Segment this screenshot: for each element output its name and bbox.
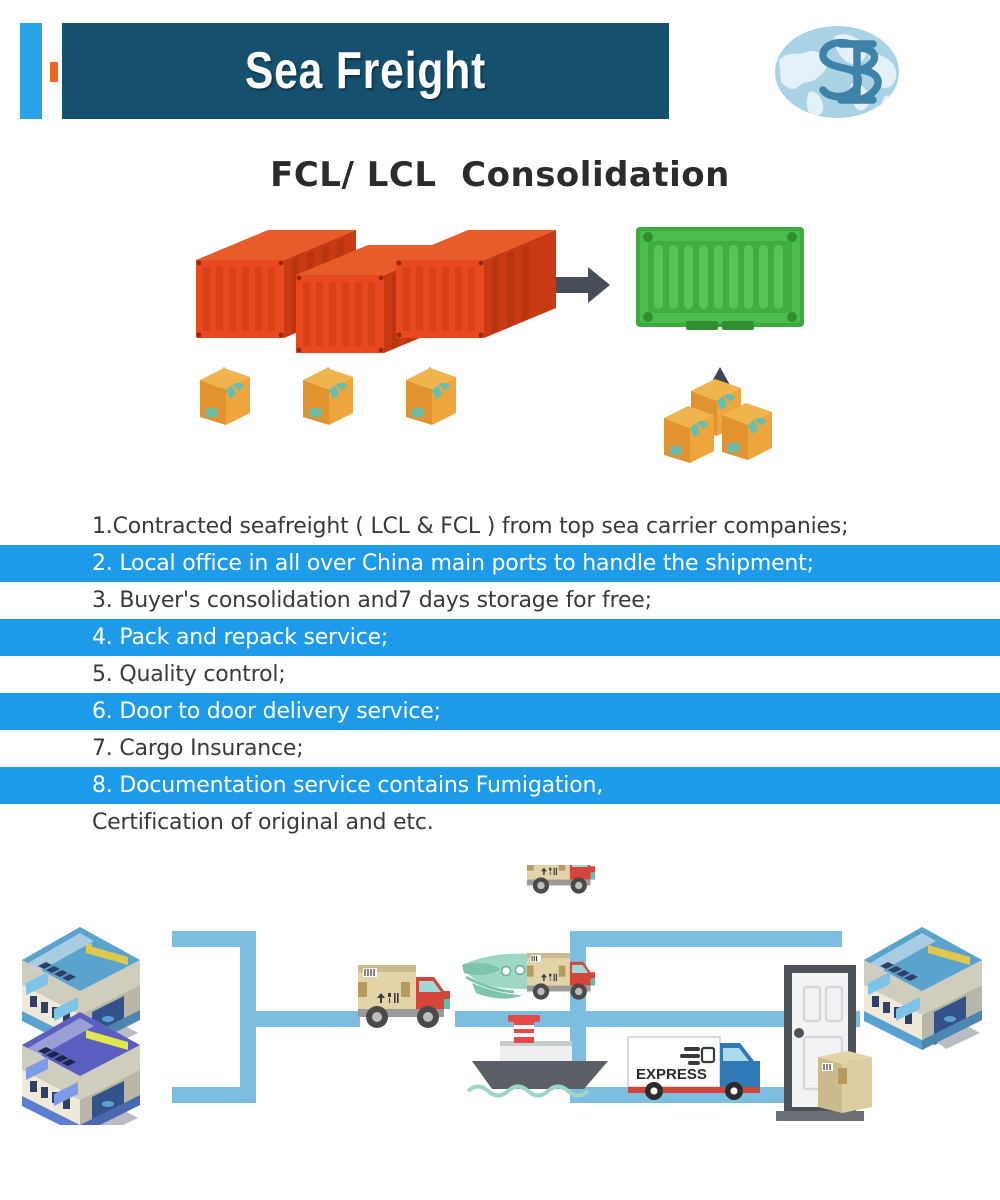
services-list: 1.Contracted seafreight ( LCL & FCL ) fr… [0, 508, 1000, 841]
warehouse-destination [864, 927, 982, 1050]
destination-door [776, 965, 872, 1121]
source-container-3 [396, 230, 556, 338]
logistics-flow-diagram: EXPRESS [22, 865, 982, 1125]
cargo-truck-main [358, 965, 450, 1028]
target-box-left [664, 406, 714, 463]
list-item: Certification of original and etc. [92, 810, 434, 835]
express-van: EXPRESS [627, 1036, 760, 1100]
right-arrow-icon [556, 267, 610, 303]
cargo-ship [466, 1015, 608, 1098]
list-item: 2. Local office in all over China main p… [0, 545, 1000, 582]
accent-bar [20, 23, 42, 119]
delivery-truck-top [526, 865, 596, 894]
delivery-truck-middle [526, 953, 595, 1000]
list-item: 8. Documentation service contains Fumiga… [0, 767, 1000, 804]
list-item: 1.Contracted seafreight ( LCL & FCL ) fr… [92, 514, 849, 539]
list-item: 3. Buyer's consolidation and7 days stora… [92, 588, 652, 613]
express-van-label: EXPRESS [636, 1066, 707, 1083]
page-title: Sea Freight [244, 42, 487, 100]
source-box-3 [406, 368, 456, 425]
target-container [636, 227, 804, 330]
list-item: 6. Door to door delivery service; [0, 693, 1000, 730]
delivered-package [818, 1051, 872, 1113]
list-item: 4. Pack and repack service; [0, 619, 1000, 656]
title-banner: Sea Freight [62, 23, 669, 119]
target-box-right [722, 403, 772, 460]
accent-dot [50, 62, 58, 82]
list-item: 7. Cargo Insurance; [92, 736, 304, 761]
header: Sea Freight [0, 0, 1000, 145]
consolidation-graphic [196, 227, 804, 463]
subtitle: FCL/ LCL Consolidation [270, 155, 730, 195]
list-item: 5. Quality control; [92, 662, 286, 687]
globe-sb-monogram-logo [775, 26, 899, 118]
source-box-1 [200, 368, 250, 425]
warehouse-origin-bottom [22, 1012, 140, 1125]
source-box-2 [303, 368, 353, 425]
